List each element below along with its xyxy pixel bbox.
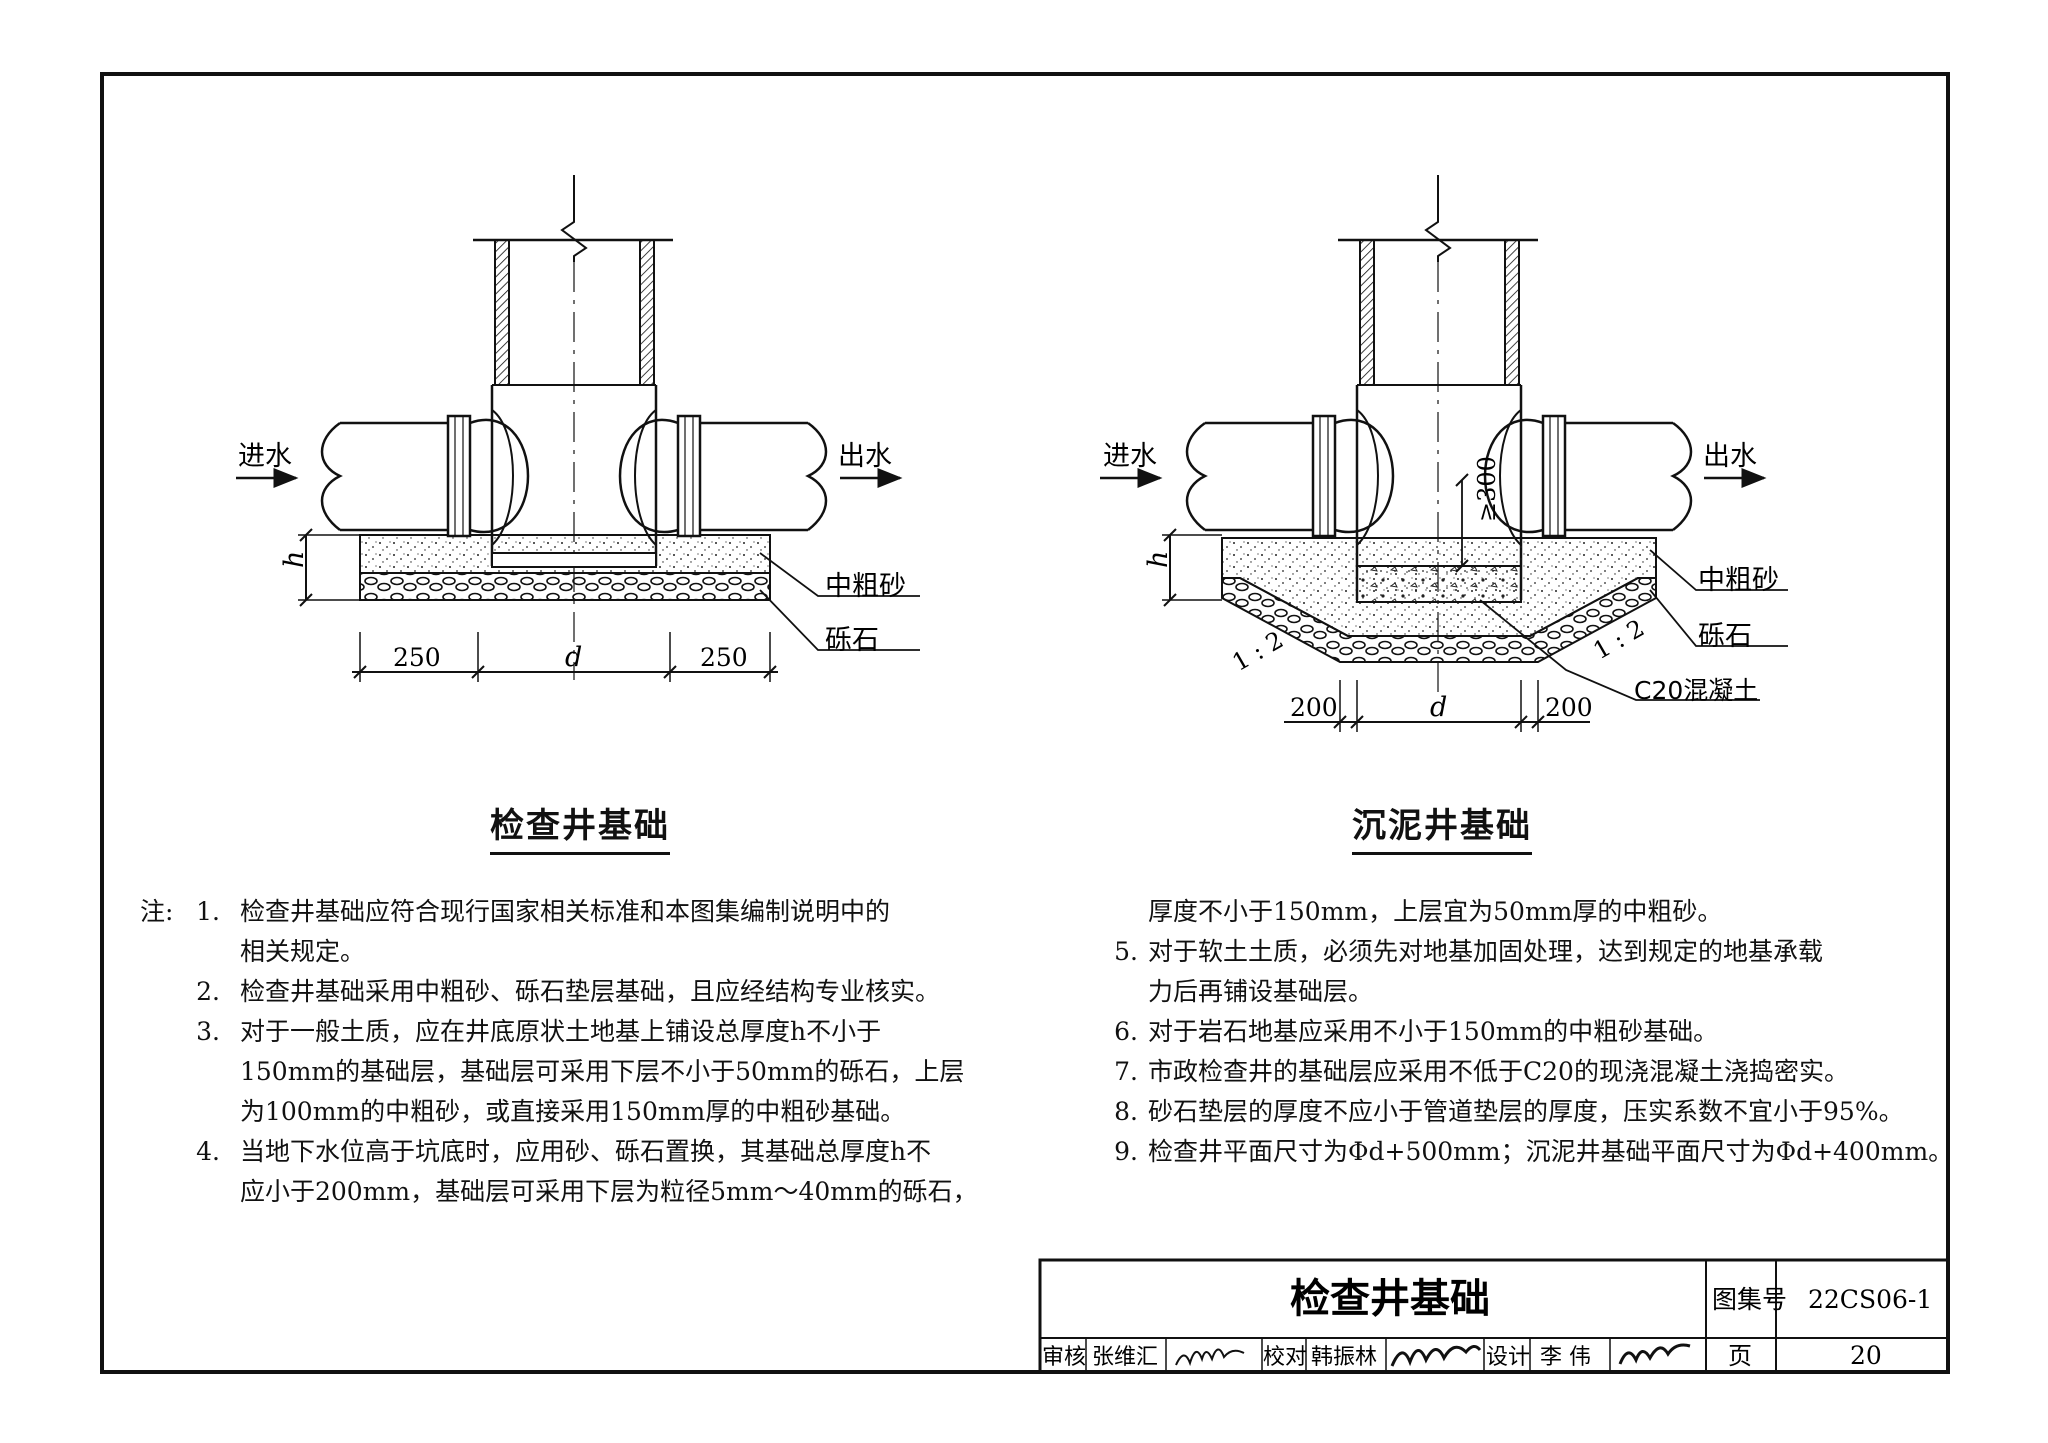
note-line: 力后再铺设基础层。 (1148, 977, 1374, 1006)
depth-label: ≥300 (1473, 456, 1501, 522)
dim-right: 250 (700, 643, 748, 672)
sheet-frame (100, 72, 1950, 1374)
note-line: 2.检查井基础采用中粗砂、砾石垫层基础，且应经结构专业核实。 (196, 977, 941, 1006)
inspection-well-drawing: 进水 出水 中粗砂 砾石 h 250 d 250 (236, 175, 920, 682)
shaft-wall-right (639, 239, 655, 386)
note-line: 相关规定。 (240, 937, 366, 966)
sand-label: 中粗砂 (825, 571, 906, 602)
sediment-well-drawing: 进水 出水 中粗砂 砾石 C20混凝土 h ≥300 1 : 2 1 : 2 2… (1100, 175, 1788, 732)
dim-right: 200 (1545, 693, 1593, 722)
outlet-label: 出水 (1703, 441, 1757, 472)
designer-name: 李 伟 (1540, 1345, 1591, 1370)
note-line: 4.当地下水位高于坑底时，应用砂、砾石置换，其基础总厚度h不 (196, 1137, 932, 1166)
page-number: 20 (1850, 1341, 1882, 1370)
dim-left: 250 (393, 643, 441, 672)
note-line: 3.对于一般土质，应在井底原状土地基上铺设总厚度h不小于 (196, 1017, 882, 1046)
outlet-label: 出水 (838, 441, 892, 472)
slope-left-label: 1 : 2 (1227, 626, 1288, 677)
note-line: 厚度不小于150mm，上层宜为50mm厚的中粗砂。 (1148, 897, 1723, 926)
review-label: 审核 (1042, 1345, 1086, 1370)
dim-left: 200 (1290, 693, 1338, 722)
caption-sediment-well: 沉泥井基础 (1352, 798, 1532, 855)
design-label: 设计 (1486, 1345, 1530, 1370)
h-label: h (1143, 551, 1174, 568)
gravel-label: 砾石 (1698, 621, 1752, 652)
concrete-layer (1356, 565, 1522, 603)
note-line: 150mm的基础层，基础层可采用下层不小于50mm的砾石，上层 (240, 1057, 965, 1086)
dim-mid: d (565, 642, 582, 673)
caption-inspection-well: 检查井基础 (490, 798, 670, 855)
checker-signature (1390, 1345, 1482, 1367)
note-line: 9.检查井平面尺寸为Φd+500mm；沉泥井基础平面尺寸为Φd+400mm。 (1114, 1137, 1954, 1166)
checker-name: 韩振林 (1311, 1345, 1377, 1370)
atlas-label: 图集号 (1712, 1285, 1787, 1314)
note-line: 6.对于岩石地基应采用不小于150mm的中粗砂基础。 (1114, 1017, 1719, 1046)
notes-prefix: 注: (140, 897, 174, 926)
gravel-label: 砾石 (825, 625, 879, 656)
sand-label: 中粗砂 (1698, 565, 1779, 596)
atlas-number: 22CS06-1 (1808, 1285, 1932, 1314)
designer-signature (1618, 1343, 1691, 1365)
inlet-label: 进水 (238, 441, 292, 472)
reviewer-name: 张维汇 (1092, 1345, 1158, 1370)
dim-mid: d (1430, 692, 1447, 723)
note-line: 7.市政检查井的基础层应采用不低于C20的现浇混凝土浇捣密实。 (1114, 1057, 1849, 1086)
inlet-label: 进水 (1103, 441, 1157, 472)
shaft-wall-left (494, 239, 510, 386)
note-line: 应小于200mm，基础层可采用下层为粒径5mm～40mm的砾石， (240, 1177, 978, 1206)
concrete-label: C20混凝土 (1634, 676, 1758, 705)
note-line: 5.对于软土土质，必须先对地基加固处理，达到规定的地基承载 (1114, 937, 1824, 966)
notes-right: 厚度不小于150mm，上层宜为50mm厚的中粗砂。 5.对于软土土质，必须先对地… (1098, 892, 1954, 1172)
note-line: 8.砂石垫层的厚度不应小于管道垫层的厚度，压实系数不宜小于95%。 (1114, 1097, 1904, 1126)
title-block-title: 检查井基础 (1290, 1276, 1490, 1322)
note-line: 为100mm的中粗砂，或直接采用150mm厚的中粗砂基础。 (240, 1097, 906, 1126)
page-label: 页 (1728, 1342, 1752, 1370)
reviewer-signature (1175, 1348, 1245, 1367)
notes-left: 注: 1.检查井基础应符合现行国家相关标准和本图集编制说明中的 相关规定。 2.… (140, 892, 978, 1212)
gravel-layer (359, 572, 771, 601)
h-label: h (279, 551, 310, 568)
check-label: 校对 (1263, 1345, 1307, 1370)
note-line: 1.检查井基础应符合现行国家相关标准和本图集编制说明中的 (196, 897, 891, 926)
title-block (1038, 1258, 1950, 1374)
